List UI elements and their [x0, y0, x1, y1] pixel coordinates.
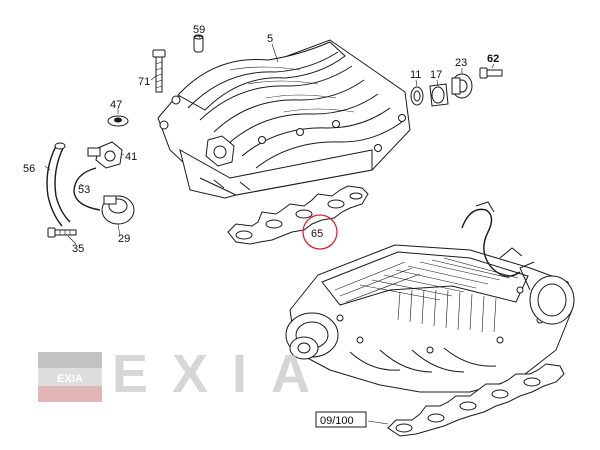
fitting-17[interactable]	[429, 83, 449, 107]
label-part-23: 23	[455, 57, 467, 69]
label-part-41: 41	[125, 151, 137, 163]
label-part-35: 35	[72, 243, 84, 255]
hose-56[interactable]	[46, 142, 71, 227]
sleeve-59[interactable]	[193, 34, 204, 53]
label-part-53: 53	[78, 184, 90, 196]
valve-41[interactable]	[87, 141, 123, 169]
watermark: EXIA EXIA	[38, 344, 334, 404]
label-part-59: 59	[193, 24, 205, 36]
gasket-upper[interactable]	[227, 185, 369, 245]
o-ring-11[interactable]	[410, 86, 424, 106]
ref-box	[315, 411, 367, 428]
label-part-56: 56	[23, 163, 35, 175]
watermark-text: EXIA	[112, 344, 334, 404]
highlight-circle-65	[302, 214, 338, 250]
label-part-17: 17	[430, 69, 442, 81]
label-part-65: 65	[311, 228, 323, 240]
bolt-71[interactable]	[152, 49, 166, 93]
label-part-71: 71	[138, 76, 150, 88]
label-part-11: 11	[410, 69, 421, 81]
bolt-62[interactable]	[479, 67, 503, 79]
watermark-logo: EXIA	[38, 352, 102, 402]
part-labels: 5 59 71 47 41 56 53 29 35 11 17 23 62 65…	[23, 24, 499, 427]
label-part-47: 47	[110, 99, 122, 111]
flange-23[interactable]	[451, 73, 473, 99]
intake-manifold[interactable]	[157, 39, 411, 199]
label-part-29: 29	[118, 233, 130, 245]
supercharger-assembly[interactable]	[285, 201, 575, 393]
leader-lines	[44, 35, 495, 425]
label-ref-09-100: 09/100	[320, 415, 354, 427]
watermark-logo-text: EXIA	[57, 373, 83, 385]
gasket-lower[interactable]	[387, 363, 565, 437]
label-part-62: 62	[487, 53, 499, 65]
label-part-5: 5	[267, 33, 273, 45]
canister-29[interactable]	[101, 195, 135, 225]
line-53[interactable]	[73, 167, 101, 211]
nut-47[interactable]	[107, 115, 129, 127]
bolt-35[interactable]	[47, 227, 77, 238]
